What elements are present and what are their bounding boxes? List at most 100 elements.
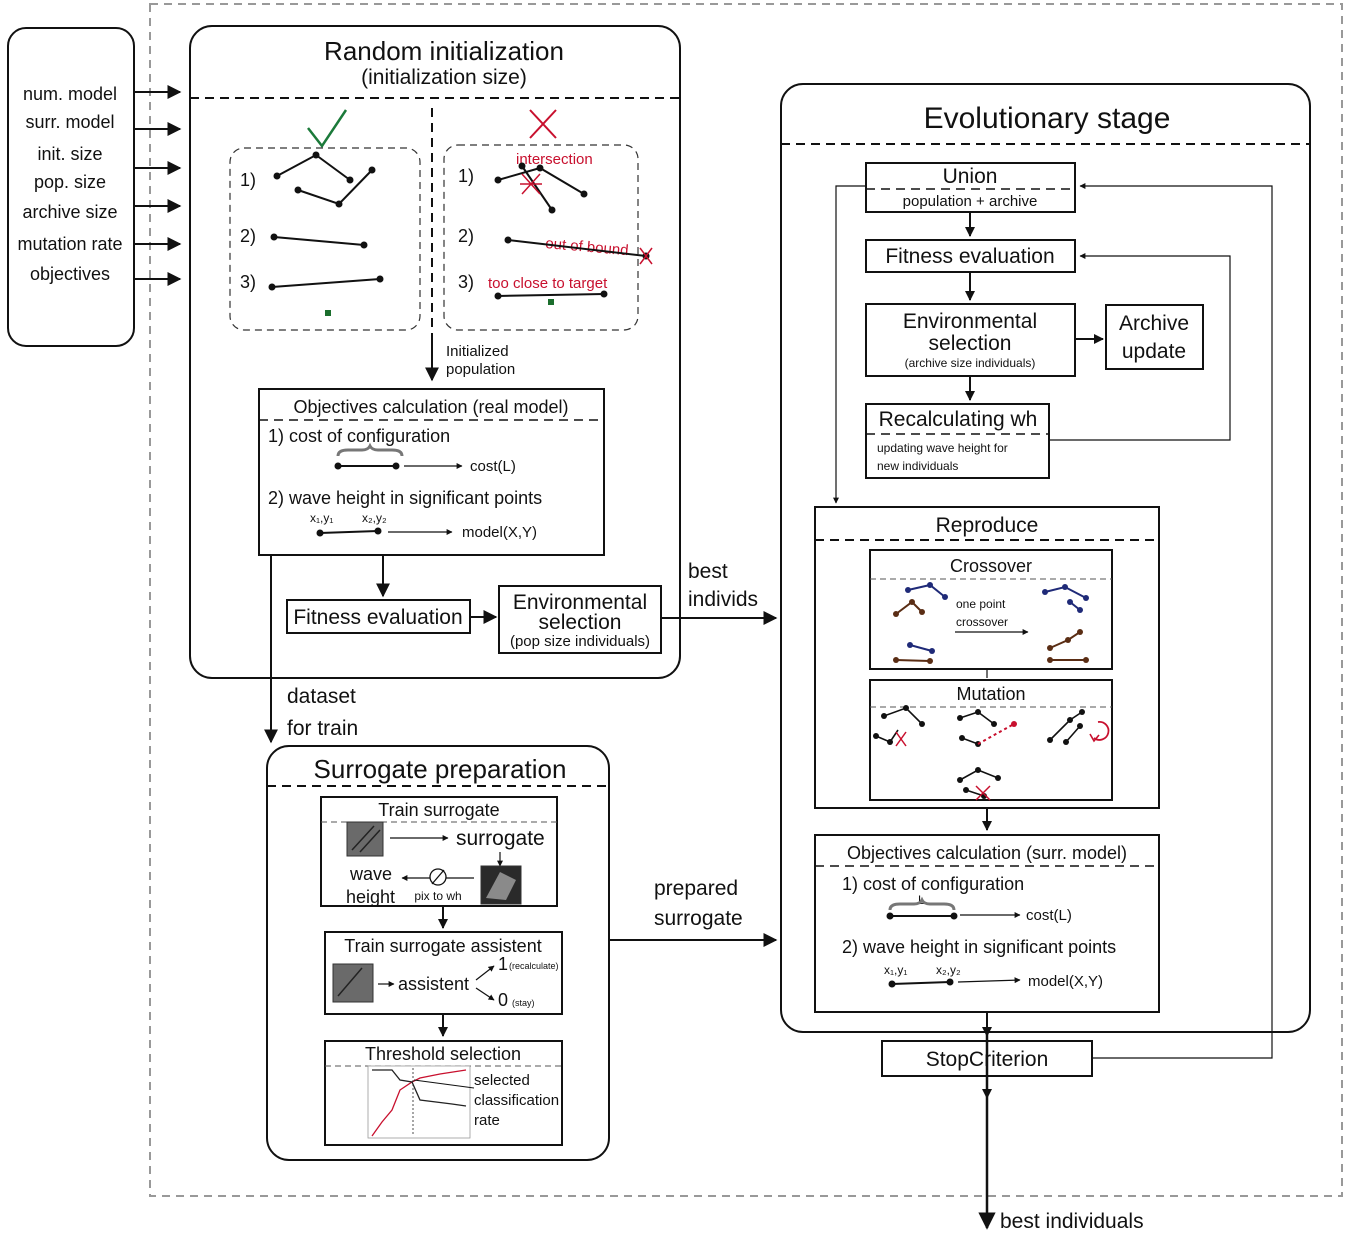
input-label: num. model (23, 84, 117, 104)
dataset-1: dataset (287, 685, 356, 708)
selected-label-2: classification (474, 1092, 559, 1109)
invalid-config-3 (494, 290, 608, 305)
archive-update-box (1105, 304, 1204, 370)
objectives-surr-model: model(X,Y) (1028, 973, 1103, 990)
union-sub: population + archive (903, 193, 1038, 210)
input-label: archive size (22, 202, 117, 222)
valid-config-3 (268, 275, 384, 316)
invalid-item-3: 3) (458, 272, 474, 292)
cross-icon (529, 109, 557, 139)
crossover-parents (893, 582, 948, 664)
crossover-box (869, 549, 1113, 670)
env-sel-init-1: Environmental (513, 591, 647, 614)
objectives-real-item1: 1) cost of configuration (268, 426, 450, 446)
env-sel-init-3: (pop size individuals) (510, 633, 650, 650)
valid-item-3: 3) (240, 272, 256, 292)
objectives-real-model: model(X,Y) (462, 524, 537, 541)
objectives-surr-box (814, 834, 1160, 1013)
objectives-real-p2: x₂,y₂ (362, 511, 387, 525)
segment-icon (316, 527, 382, 537)
union-label: Union (943, 165, 998, 188)
initialized-label-1: Initialized (446, 343, 509, 360)
env-sel-3: (archive size individuals) (905, 356, 1036, 370)
objectives-surr-p2: x₂,y₂ (936, 963, 961, 977)
input-label: mutation rate (17, 234, 122, 254)
best-individs-2: individs (688, 588, 758, 611)
objectives-real-cost: cost(L) (470, 458, 516, 475)
best-individuals-label: best individuals (1000, 1210, 1144, 1233)
objectives-real-title: Objectives calculation (real model) (293, 397, 568, 417)
mutation-examples (873, 705, 1110, 801)
assistent-label: assistent (398, 974, 469, 994)
input-labels: num. model surr. model init. size pop. s… (17, 84, 122, 284)
archive-2: update (1122, 340, 1186, 363)
pix-to-wh-label: pix to wh (414, 889, 461, 903)
threshold-plot (367, 1065, 475, 1139)
valid-config-2 (270, 233, 368, 249)
input-image-thumb (346, 821, 384, 857)
rotate-icon (1093, 721, 1110, 741)
input-arrows (134, 85, 182, 286)
env-sel-init-2: selection (539, 611, 622, 634)
dataset-2: for train (287, 717, 358, 740)
threshold-title: Threshold selection (365, 1044, 521, 1064)
invalid-item-1: 1) (458, 166, 474, 186)
selected-label-1: selected (474, 1072, 530, 1089)
surrogate-label: surrogate (456, 827, 545, 850)
random-init-box (189, 25, 681, 679)
env-sel-init-box (498, 585, 662, 654)
prepared-2: surrogate (654, 907, 743, 930)
recalc-loop-arrow (1049, 253, 1231, 441)
reproduce-title: Reproduce (936, 514, 1039, 537)
train-assist-title: Train surrogate assistent (344, 936, 541, 956)
selected-label-3: rate (474, 1112, 500, 1129)
assist-stay: (stay) (512, 998, 535, 1008)
objectives-surr-item1: 1) cost of configuration (842, 874, 1024, 894)
assist-recalc: (recalculate) (509, 961, 559, 971)
random-init-title: Random initialization (324, 36, 564, 66)
mutation-box (869, 679, 1113, 801)
target-marker (548, 299, 554, 305)
best-individs-1: best (688, 560, 728, 583)
input-label: surr. model (25, 112, 114, 132)
segment-icon (888, 978, 954, 988)
valid-config-1 (273, 151, 376, 208)
objectives-surr-item2: 2) wave height in significant points (842, 937, 1116, 957)
recalc-sub-1: updating wave height for (877, 441, 1008, 455)
objectives-surr-cost: cost(L) (1026, 907, 1072, 924)
prepared-1: prepared (654, 877, 738, 900)
archive-1: Archive (1119, 312, 1189, 335)
inputs-panel (7, 27, 135, 347)
invalid-examples-box (443, 144, 639, 331)
outer-frame (149, 3, 1343, 1197)
fitness-label: Fitness evaluation (885, 245, 1054, 268)
recalc-box (865, 403, 1050, 479)
intersection-label: intersection (516, 151, 593, 168)
wave-label: wave (349, 864, 392, 884)
height-label: height (346, 887, 395, 907)
too-close-label: too close to target (488, 275, 608, 292)
random-init-subtitle: (initialization size) (361, 66, 527, 89)
evolutionary-title: Evolutionary stage (924, 102, 1171, 135)
fitness-box (865, 239, 1076, 273)
target-marker (325, 310, 331, 316)
surrogate-title: Surrogate preparation (314, 754, 567, 784)
initialized-label-2: population (446, 361, 515, 378)
input-label: objectives (30, 264, 110, 284)
union-to-reproduce-arrow (833, 185, 866, 504)
assist-zero: 0 (498, 990, 508, 1010)
union-box (865, 162, 1076, 213)
recalc-sub-2: new individuals (877, 459, 958, 473)
fitness-init-label: Fitness evaluation (293, 606, 462, 629)
objectives-real-item2: 2) wave height in significant points (268, 488, 542, 508)
one-point-1: one point (956, 597, 1006, 611)
fitness-init-box (286, 599, 471, 634)
objectives-surr-title: Objectives calculation (surr. model) (847, 843, 1127, 863)
recalc-title: Recalculating wh (879, 408, 1038, 431)
crossover-title: Crossover (950, 556, 1032, 576)
objectives-real-p1: x₁,y₁ (310, 511, 333, 525)
crossover-children (1042, 584, 1089, 663)
valid-item-1: 1) (240, 170, 256, 190)
objectives-real-box (258, 388, 605, 556)
